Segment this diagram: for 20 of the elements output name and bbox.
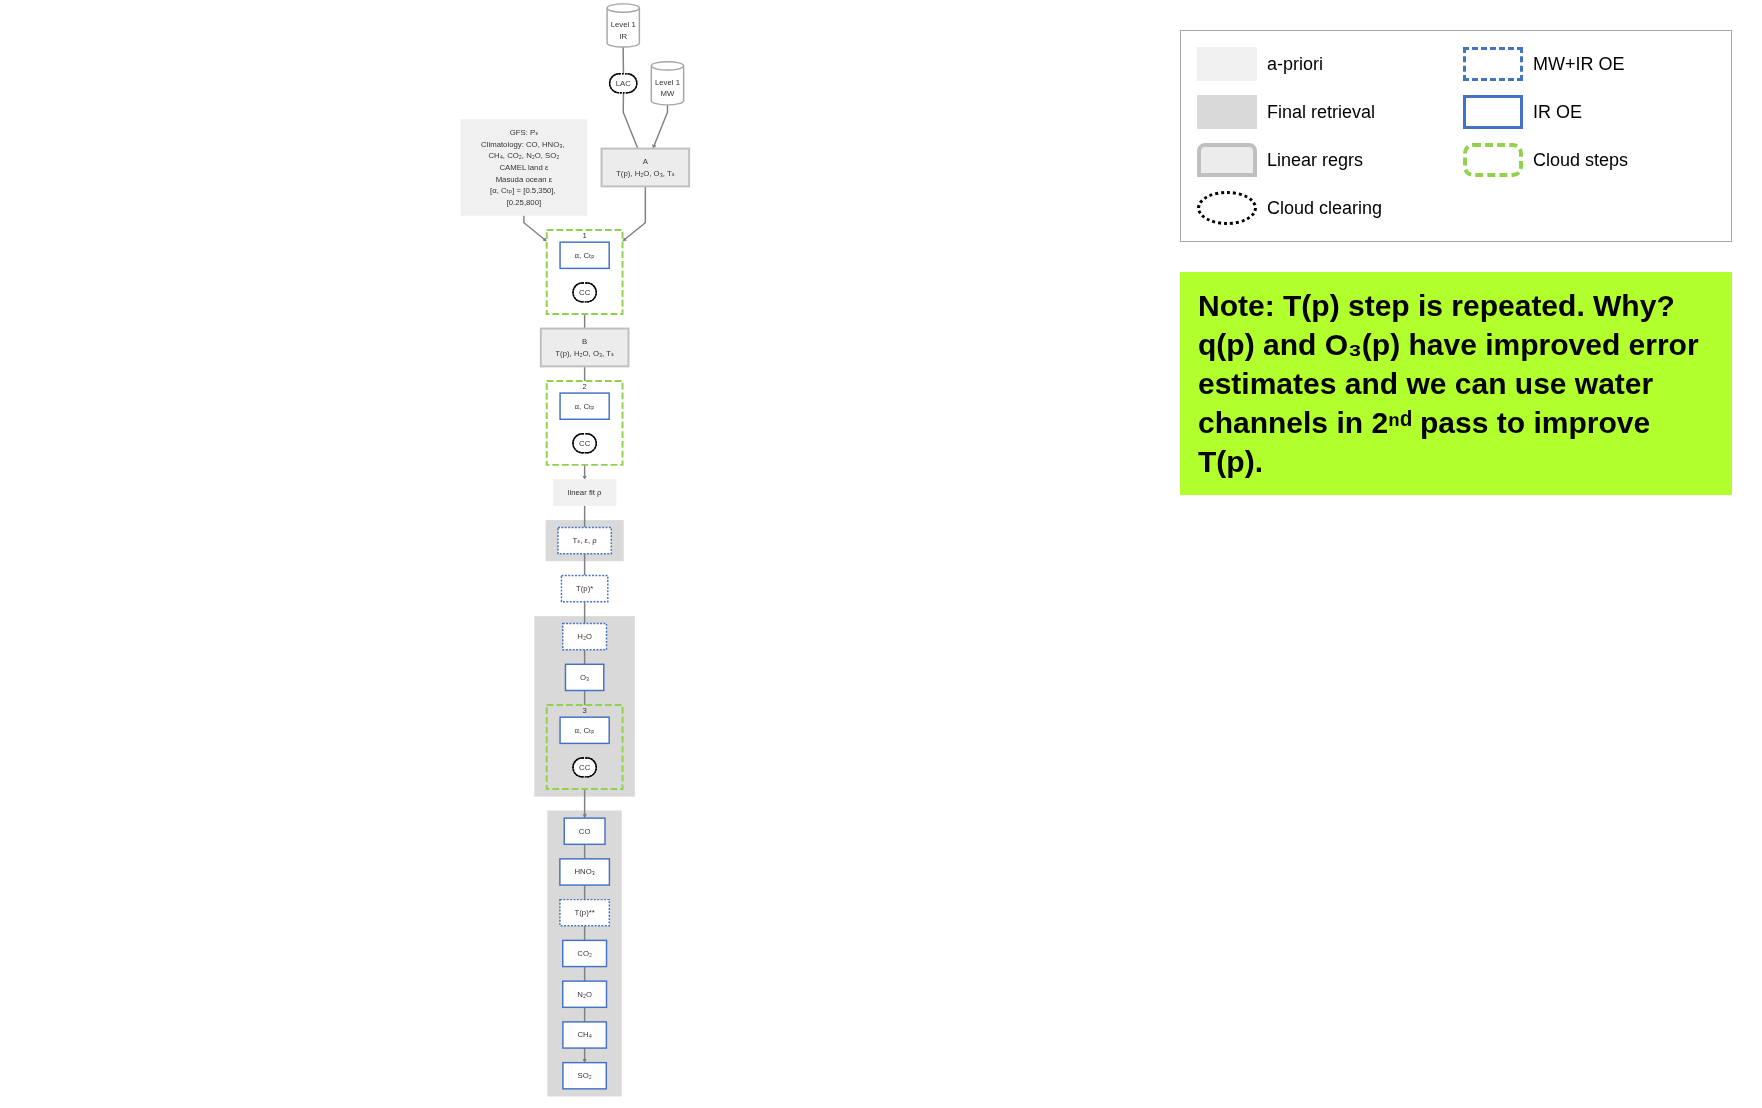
legend-label: Cloud steps	[1533, 149, 1629, 171]
connector	[583, 552, 586, 577]
note-text: Note: T(p) step is repeated. Why? q(p) and O₃(p) have improved error estimates and we can use water channels in 2ⁿᵈ pass to improve T(p).	[1180, 272, 1732, 495]
arrow	[652, 104, 669, 149]
connector	[622, 92, 639, 150]
legend-label: Cloud clearing	[1267, 197, 1383, 219]
cluster	[534, 616, 635, 797]
legend-label: Final retrieval	[1267, 101, 1376, 123]
arrow	[582, 788, 587, 819]
connector	[622, 46, 625, 75]
legend-label: IR OE	[1533, 101, 1582, 123]
connector	[583, 601, 586, 625]
cluster	[547, 810, 622, 1097]
cluster	[545, 519, 624, 562]
arrow	[622, 185, 647, 242]
connector	[583, 504, 586, 529]
arrow	[523, 214, 547, 242]
legend-label: Linear regrs	[1267, 149, 1364, 171]
legend-label: MW+IR OE	[1533, 53, 1625, 75]
legend-label: a-priori	[1267, 53, 1323, 75]
